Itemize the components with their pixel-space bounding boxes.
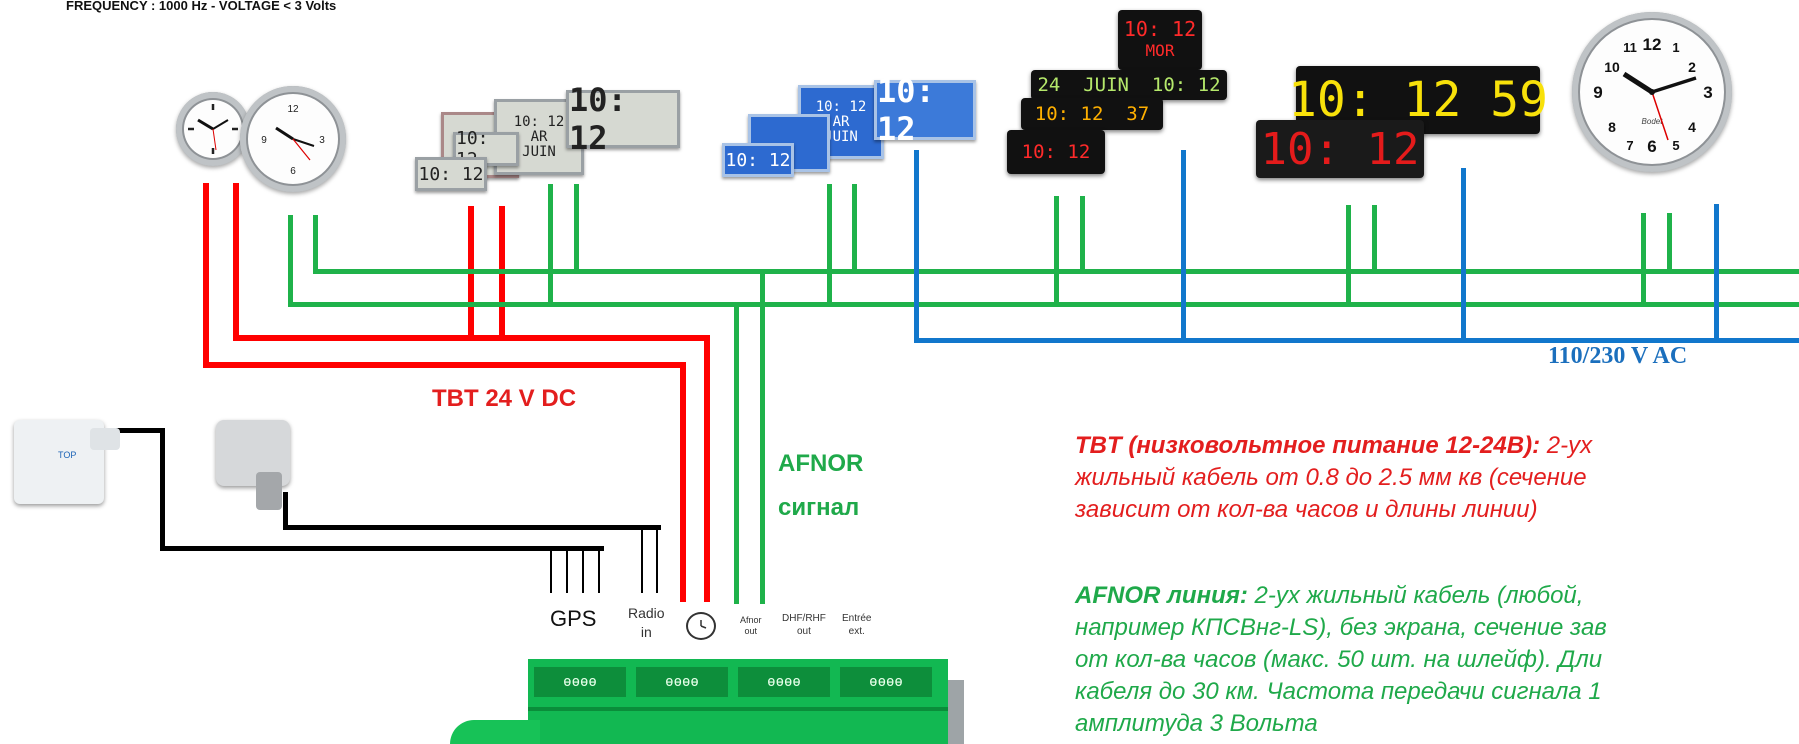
black-wire — [598, 546, 600, 593]
blue-wire — [1181, 150, 1186, 343]
gps-label: GPS — [550, 606, 597, 631]
terminal-base — [450, 720, 540, 744]
clock-brand: Bodet — [1642, 117, 1664, 126]
green-wire — [760, 272, 765, 604]
red-wire — [203, 362, 686, 368]
lcd-month: JUIN — [522, 143, 556, 160]
green-wire — [313, 215, 318, 274]
blue-wire — [1714, 204, 1719, 343]
red-wire — [704, 335, 710, 602]
black-wire — [103, 428, 165, 433]
svg-text:2: 2 — [1688, 59, 1696, 75]
green-wire — [1641, 213, 1646, 304]
radio-in-label: Radio in — [628, 605, 665, 640]
green-wire — [734, 304, 739, 604]
led-display-red-small: 10: 12 — [1007, 130, 1105, 174]
svg-text:10: 10 — [1604, 59, 1620, 75]
green-wire — [827, 184, 832, 304]
afnor-signal-label: сигнал — [778, 494, 860, 521]
red-wire — [233, 183, 239, 341]
svg-text:9: 9 — [261, 135, 267, 146]
terminal-group-ext: ɵɵɵɵ — [840, 667, 932, 697]
analog-clock-numbered: 12 3 6 9 — [240, 86, 346, 192]
svg-text:6: 6 — [290, 166, 296, 177]
lcd-time: 10: 12 — [513, 113, 565, 130]
lcd-display-small: 10: 12 — [415, 157, 487, 191]
green-wire — [1667, 213, 1672, 272]
svg-text:5: 5 — [1672, 138, 1679, 153]
gps-antenna-module: TOP — [14, 420, 120, 504]
led-display-big-red: 10: 12 — [1256, 120, 1424, 178]
terminal-side — [948, 680, 964, 744]
svg-text:3: 3 — [319, 135, 325, 146]
green-wire — [574, 184, 579, 272]
green-wire — [1054, 196, 1059, 304]
blue-wire — [914, 338, 1799, 343]
black-wire — [283, 492, 288, 530]
tbt-label: TBT 24 V DC — [432, 385, 577, 412]
analog-clock-small — [176, 92, 250, 166]
black-wire — [566, 551, 568, 593]
gps-module-cap — [90, 428, 120, 450]
terminal-block: ɵɵɵɵ ɵɵɵɵ ɵɵɵɵ ɵɵɵɵ — [528, 659, 948, 744]
tbt-description: TBT (низковольтное питание 12-24В): 2-ух… — [1075, 432, 1593, 523]
afnor-description: AFNOR линия: 2-ух жильный кабель (любой,… — [1075, 582, 1607, 737]
green-wire — [852, 184, 857, 272]
analog-clock-large: 12 3 6 9 10 2 8 4 11 1 7 5 Bodet — [1572, 12, 1732, 172]
green-wire — [548, 184, 553, 304]
frequency-note: FREQUENCY : 1000 Hz - VOLTAGE < 3 Volts — [66, 0, 337, 13]
ac-label: 110/230 V AC — [1548, 343, 1688, 369]
terminal-group-gps: ɵɵɵɵ — [534, 667, 626, 697]
gps-module-label: TOP — [58, 450, 77, 460]
black-wire — [656, 525, 658, 593]
clock-icon — [686, 612, 716, 640]
black-wire — [160, 428, 165, 551]
black-wire — [283, 525, 661, 530]
svg-text:7: 7 — [1626, 138, 1633, 153]
lcd-day: AR — [530, 128, 548, 145]
svg-text:8: 8 — [1608, 119, 1616, 135]
green-wire — [1080, 196, 1085, 272]
svg-text:12: 12 — [1643, 35, 1662, 54]
blue-wire — [1461, 168, 1466, 343]
green-wire — [1346, 205, 1351, 304]
blue-wire — [914, 150, 919, 343]
svg-text:3: 3 — [1703, 83, 1712, 102]
terminal-group-afnor: ɵɵɵɵ — [738, 667, 830, 697]
led-display-top: 10: 12 MOR — [1118, 10, 1202, 70]
svg-text:9: 9 — [1593, 83, 1602, 102]
dhf-out-label: DHF/RHF out — [782, 613, 826, 637]
black-wire — [582, 551, 584, 593]
led-display-amber: 10: 12 37 — [1021, 98, 1163, 130]
black-wire — [550, 551, 552, 593]
entree-ext-label: Entrée ext. — [842, 613, 872, 637]
svg-text:11: 11 — [1623, 40, 1637, 55]
terminal-group-radio: ɵɵɵɵ — [636, 667, 728, 697]
svg-text:4: 4 — [1688, 119, 1696, 135]
lcd-display-wide: 10: 12 — [566, 81, 680, 157]
blue-lcd-wide: 10: 12 — [874, 72, 976, 148]
clock-number-12: 12 — [287, 104, 299, 115]
afnor-label: AFNOR — [778, 450, 864, 477]
svg-text:6: 6 — [1647, 137, 1656, 156]
black-wire — [641, 530, 643, 593]
afnor-out-label: Afnor out — [740, 615, 762, 636]
blue-lcd-small: 10: 12 — [722, 143, 794, 177]
black-wire — [160, 546, 604, 551]
green-wire — [288, 302, 1799, 307]
svg-text:1: 1 — [1672, 40, 1679, 55]
red-wire — [680, 362, 686, 602]
green-wire — [1372, 205, 1377, 272]
green-wire — [288, 215, 293, 307]
radio-antenna-module — [216, 420, 290, 510]
red-wire — [203, 183, 209, 368]
led-display-date: 24 JUIN 10: 12 — [1031, 70, 1227, 100]
